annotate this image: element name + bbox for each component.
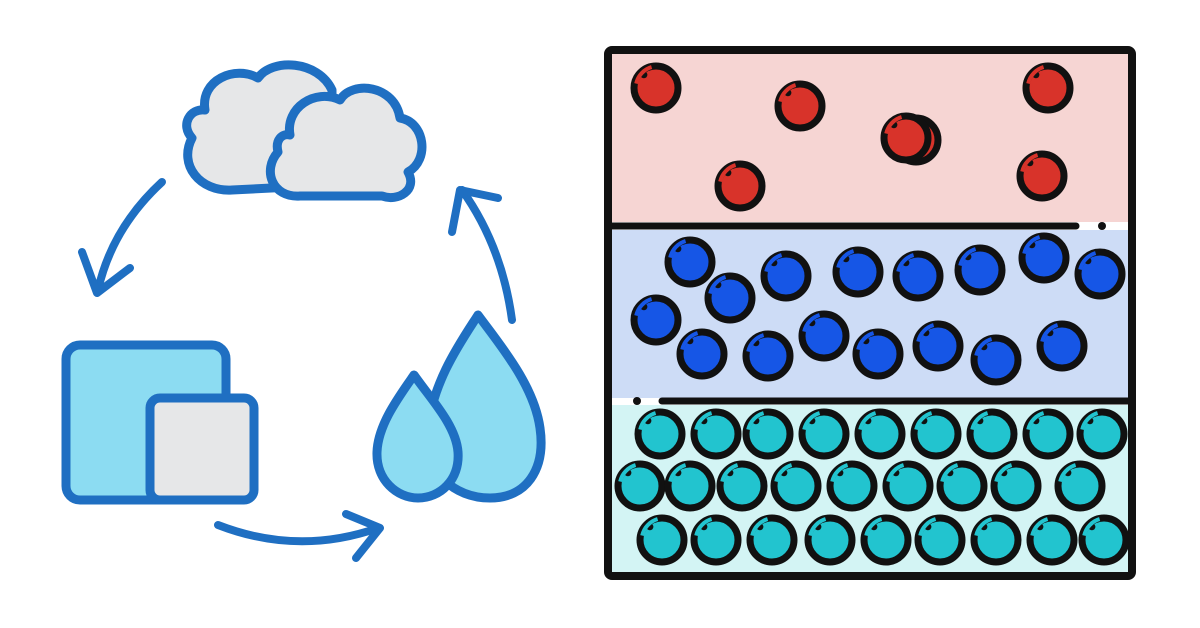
ice-cube-icon [61,340,259,505]
liquid-particle [1036,320,1088,372]
liquid-particle [704,272,756,324]
solid-particle [882,460,934,512]
container-frame [604,46,1136,580]
water-drops-icon [372,310,546,503]
solid-particle [804,514,856,566]
water-cycle [61,60,546,562]
solid-particle [970,514,1022,566]
liquid-particle [954,244,1006,296]
solid-particle [1054,460,1106,512]
liquid-particle [852,328,904,380]
liquid-particle [742,330,794,382]
cloud-icon [182,60,427,202]
gas-particle [774,80,826,132]
solid-particle [1078,514,1130,566]
front-cloud [265,83,427,202]
particles [614,62,1130,566]
liquid-particle [760,250,812,302]
solid-particle [798,408,850,460]
liquid-particle [1074,248,1126,300]
liquid-particle [970,334,1022,386]
solid-particle [614,460,666,512]
liquid-particle [676,328,728,380]
liquid-particle [832,246,884,298]
arrow-water-to-cloud-icon [448,186,516,324]
solid-particle [860,514,912,566]
solid-particle [716,460,768,512]
liquid-particle [912,320,964,372]
ice-front-cube [145,393,259,505]
gas-particle [714,160,766,212]
gas-particle [880,112,932,164]
gas-particle [1016,150,1068,202]
gas-particle [1022,62,1074,114]
states-container [604,46,1136,580]
arrow-ice-to-water-icon [214,510,384,562]
solid-particle [910,408,962,460]
solid-particle [854,408,906,460]
divider-dot [1098,222,1106,230]
liquid-particle [664,236,716,288]
solid-particle [936,460,988,512]
liquid-particle [798,310,850,362]
solid-particle [770,460,822,512]
solid-particle [742,408,794,460]
liquid-particle [892,250,944,302]
solid-particle [966,408,1018,460]
solid-particle [634,408,686,460]
solid-particle [1026,514,1078,566]
solid-particle [1076,408,1128,460]
liquid-particle [1018,232,1070,284]
arrow-cloud-to-ice-icon [78,178,166,297]
solid-particle [990,460,1042,512]
divider-dot [633,397,641,405]
solid-particle [690,514,742,566]
solid-particle [746,514,798,566]
solid-particle [690,408,742,460]
solid-particle [826,460,878,512]
solid-particle [636,514,688,566]
solid-particle [914,514,966,566]
gas-particle [630,62,682,114]
small-drop [372,370,463,503]
solid-particle [664,460,716,512]
liquid-particle [630,294,682,346]
solid-particle [1022,408,1074,460]
